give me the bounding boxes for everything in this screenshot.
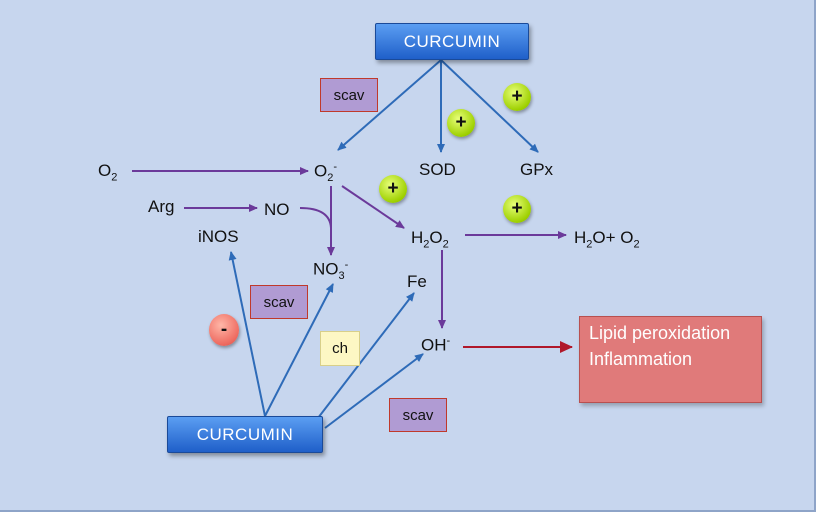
arrow-curcumin-to-fe xyxy=(317,292,415,419)
chelation-tag: ch xyxy=(320,331,360,366)
label-o2: O2 xyxy=(98,161,118,184)
outcome-line-lipid-peroxidation: Lipid peroxidation xyxy=(589,323,731,343)
arrow-curcumin-to-nitrate xyxy=(264,283,334,417)
outcome-box: Lipid peroxidation Inflammation xyxy=(579,316,762,403)
label-peroxide: H2O2 xyxy=(411,228,449,251)
plus-badge-icon: + xyxy=(503,195,531,223)
scav-tag-top: scav xyxy=(320,78,378,112)
arrow-no-to-nitrate xyxy=(299,207,335,256)
label-no: NO xyxy=(264,200,290,219)
scav-tag-bottom: scav xyxy=(389,398,447,432)
curcumin-box-top: CURCUMIN xyxy=(375,23,529,60)
arrow-curcumin-to-inos xyxy=(228,251,266,417)
label-gpx: GPx xyxy=(520,160,554,179)
label-sod: SOD xyxy=(419,160,456,179)
arrow-curcumin-to-gpx xyxy=(440,59,539,153)
label-inos: iNOS xyxy=(198,227,239,246)
plus-badge-icon: + xyxy=(379,175,407,203)
label-superoxide: O2- xyxy=(314,161,338,185)
label-water-oxygen: H2O+ O2 xyxy=(574,228,640,251)
label-fe: Fe xyxy=(407,272,427,291)
arrow-superoxide-to-peroxide xyxy=(341,185,405,229)
outcome-line-inflammation: Inflammation xyxy=(589,349,693,369)
minus-badge-icon: - xyxy=(209,314,239,346)
plus-badge-icon: + xyxy=(503,83,531,111)
label-arg: Arg xyxy=(148,197,175,216)
label-nitrate: NO3- xyxy=(313,259,349,283)
label-hydroxyl: OH- xyxy=(421,335,451,355)
arrow-curcumin-to-superoxide xyxy=(337,59,442,151)
curcumin-box-bottom: CURCUMIN xyxy=(167,416,323,453)
plus-badge-icon: + xyxy=(447,109,475,137)
arrow-curcumin-to-hydroxyl xyxy=(324,353,424,429)
scav-tag-middle: scav xyxy=(250,285,308,319)
